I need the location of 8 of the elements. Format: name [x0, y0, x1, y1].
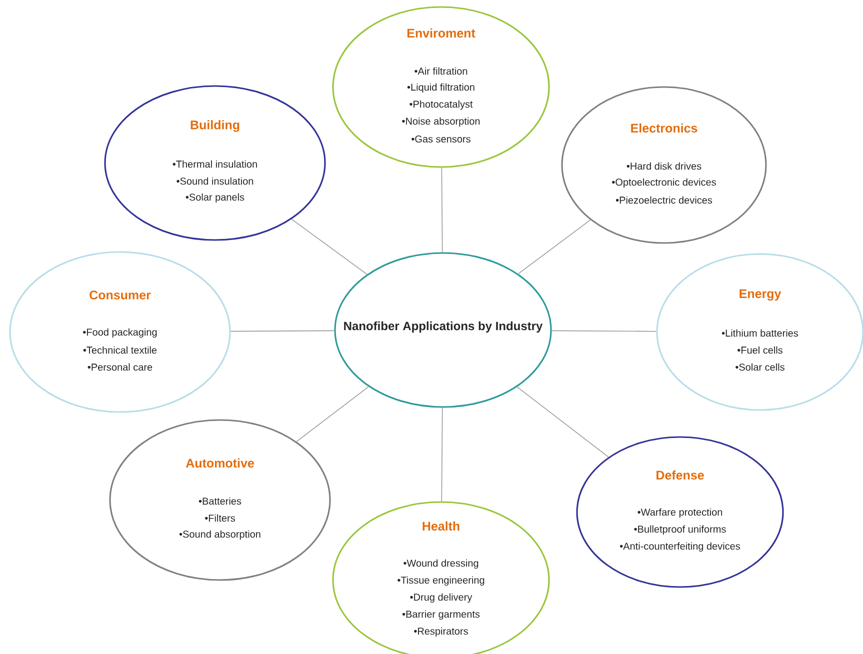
connector-line [518, 220, 591, 274]
connector-line [441, 407, 443, 502]
connector-line [296, 386, 369, 442]
connector-line [551, 330, 657, 332]
connector-line [516, 386, 609, 458]
connector-line [441, 167, 443, 253]
connector-line [230, 330, 335, 332]
connector-line [291, 218, 368, 275]
